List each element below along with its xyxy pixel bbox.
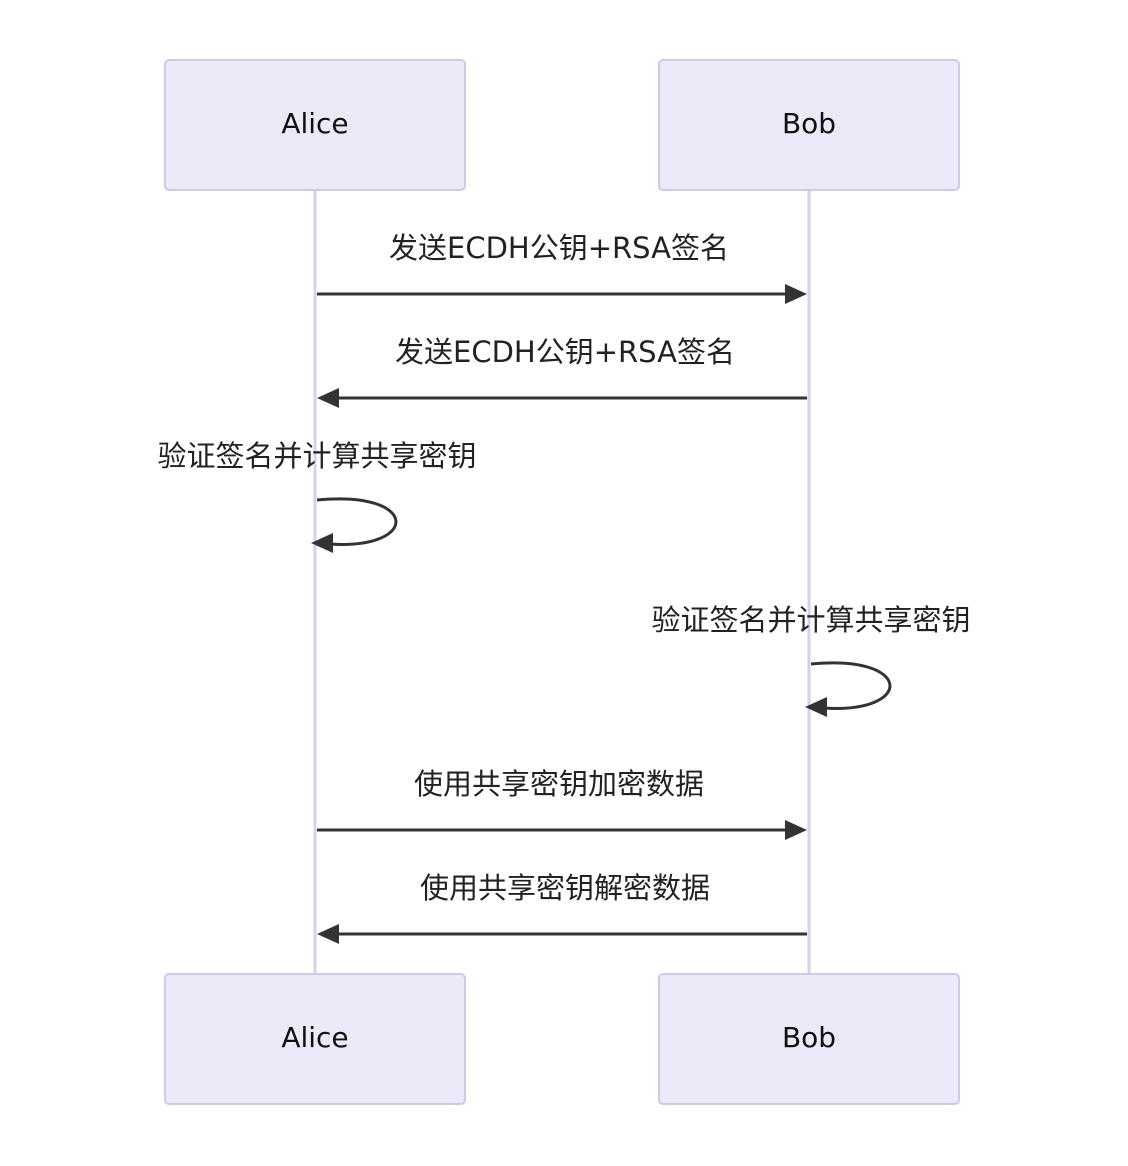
message-3-self: 验证签名并计算共享密钥: [157, 439, 477, 553]
arrowhead-icon: [785, 284, 807, 304]
actor-box: [164, 973, 466, 1105]
actor-bob-top[interactable]: Bob: [658, 59, 960, 191]
actor-box: [658, 59, 960, 191]
message-1: 发送ECDH公钥+RSA签名: [317, 231, 807, 304]
message-label: 发送ECDH公钥+RSA签名: [395, 335, 735, 369]
actor-label: Bob: [782, 1021, 836, 1054]
actor-label: Alice: [281, 107, 348, 140]
message-2: 发送ECDH公钥+RSA签名: [317, 335, 807, 408]
arrowhead-icon: [311, 533, 333, 553]
arrowhead-icon: [785, 820, 807, 840]
self-loop-line: [810, 661, 892, 710]
message-label: 使用共享密钥加密数据: [414, 767, 704, 801]
arrowhead-icon: [805, 697, 827, 717]
message-5: 使用共享密钥加密数据: [317, 767, 807, 840]
message-label: 验证签名并计算共享密钥: [157, 439, 476, 473]
actor-alice-bottom[interactable]: Alice: [164, 973, 466, 1105]
actor-box: [658, 973, 960, 1105]
message-label: 发送ECDH公钥+RSA签名: [389, 231, 729, 265]
actor-bob-bottom[interactable]: Bob: [658, 973, 960, 1105]
arrowhead-icon: [317, 388, 339, 408]
message-4-self: 验证签名并计算共享密钥: [651, 603, 971, 717]
actor-alice-top[interactable]: Alice: [164, 59, 466, 191]
actor-box: [164, 59, 466, 191]
message-label: 验证签名并计算共享密钥: [651, 603, 970, 637]
message-label: 使用共享密钥解密数据: [420, 871, 710, 905]
actor-label: Bob: [782, 107, 836, 140]
self-loop-line: [316, 497, 398, 546]
actor-label: Alice: [281, 1021, 348, 1054]
arrowhead-icon: [317, 924, 339, 944]
message-6: 使用共享密钥解密数据: [317, 871, 807, 944]
